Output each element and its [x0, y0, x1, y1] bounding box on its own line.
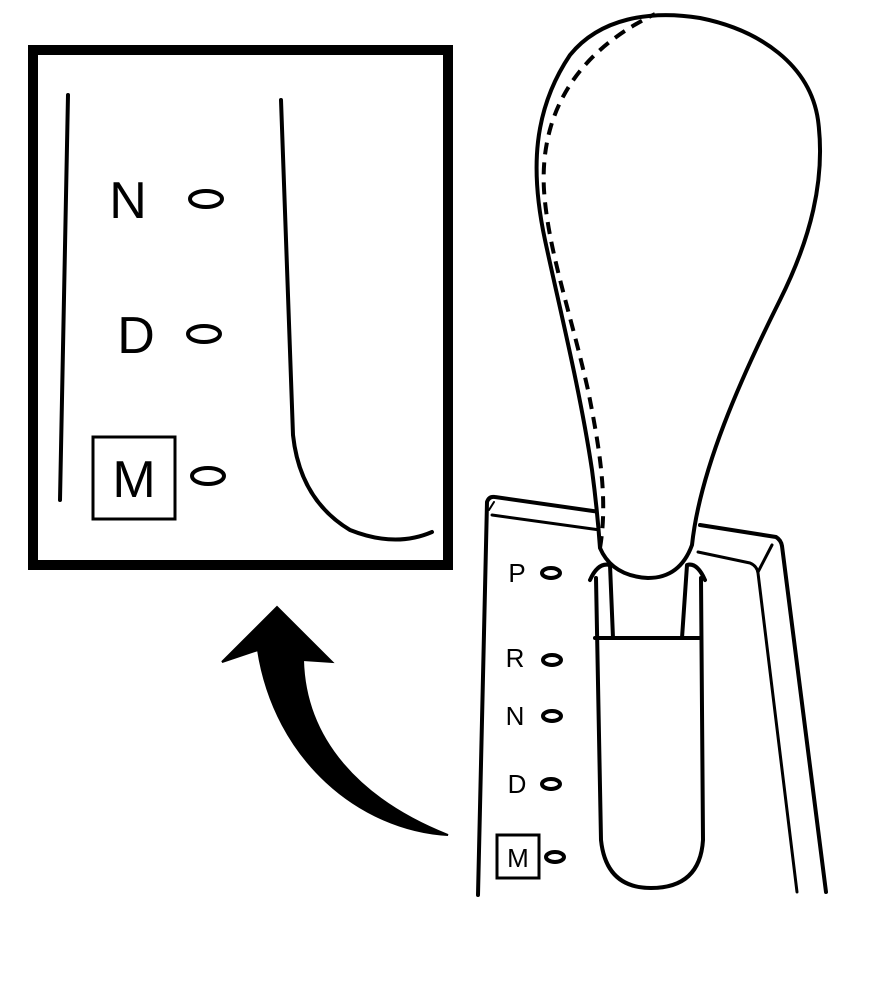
console-indicator-n	[541, 709, 563, 723]
console-label-m: M	[507, 843, 529, 873]
console-indicator-m	[544, 850, 566, 864]
console-label-r: R	[506, 643, 525, 673]
console-label-d: D	[508, 769, 527, 799]
console-indicator-r	[541, 653, 563, 667]
console-label-p: P	[508, 558, 525, 588]
gate-slot-outline	[594, 576, 705, 890]
inset-indicator-m	[190, 466, 226, 486]
console-indicator-d	[540, 777, 562, 791]
console-left-edge	[476, 494, 602, 897]
inset-label-n: N	[109, 172, 147, 230]
inset-gate-curve	[279, 98, 434, 542]
shift-gate	[588, 562, 707, 890]
shifter-console	[476, 494, 828, 897]
console-bevel-left	[488, 501, 495, 511]
console-bevel-corner	[756, 543, 774, 574]
shift-knob-icon	[534, 12, 822, 580]
inset-indicator-n	[188, 189, 224, 209]
console-indicator-p	[540, 566, 562, 580]
inset-label-m-box	[91, 435, 177, 521]
lever-stem-left	[588, 562, 615, 640]
inset-label-d: D	[117, 307, 155, 365]
inset-indicator-d	[186, 324, 222, 344]
curved-arrow-icon	[221, 605, 449, 836]
inset-left-edge-line	[58, 93, 70, 502]
lever-stem-right	[680, 562, 707, 640]
console-inner-right	[696, 550, 799, 894]
console-label-m-box	[495, 833, 541, 880]
inset-panel: N D M	[28, 45, 453, 570]
console-labels: P R N D M	[495, 558, 566, 880]
knob-dashed-highlight	[541, 12, 656, 549]
console-inner-top-left	[490, 513, 602, 532]
inset-label-m: M	[112, 451, 155, 509]
knob-outline	[534, 13, 822, 580]
console-label-n: N	[506, 701, 525, 731]
console-right-edge	[698, 523, 828, 894]
